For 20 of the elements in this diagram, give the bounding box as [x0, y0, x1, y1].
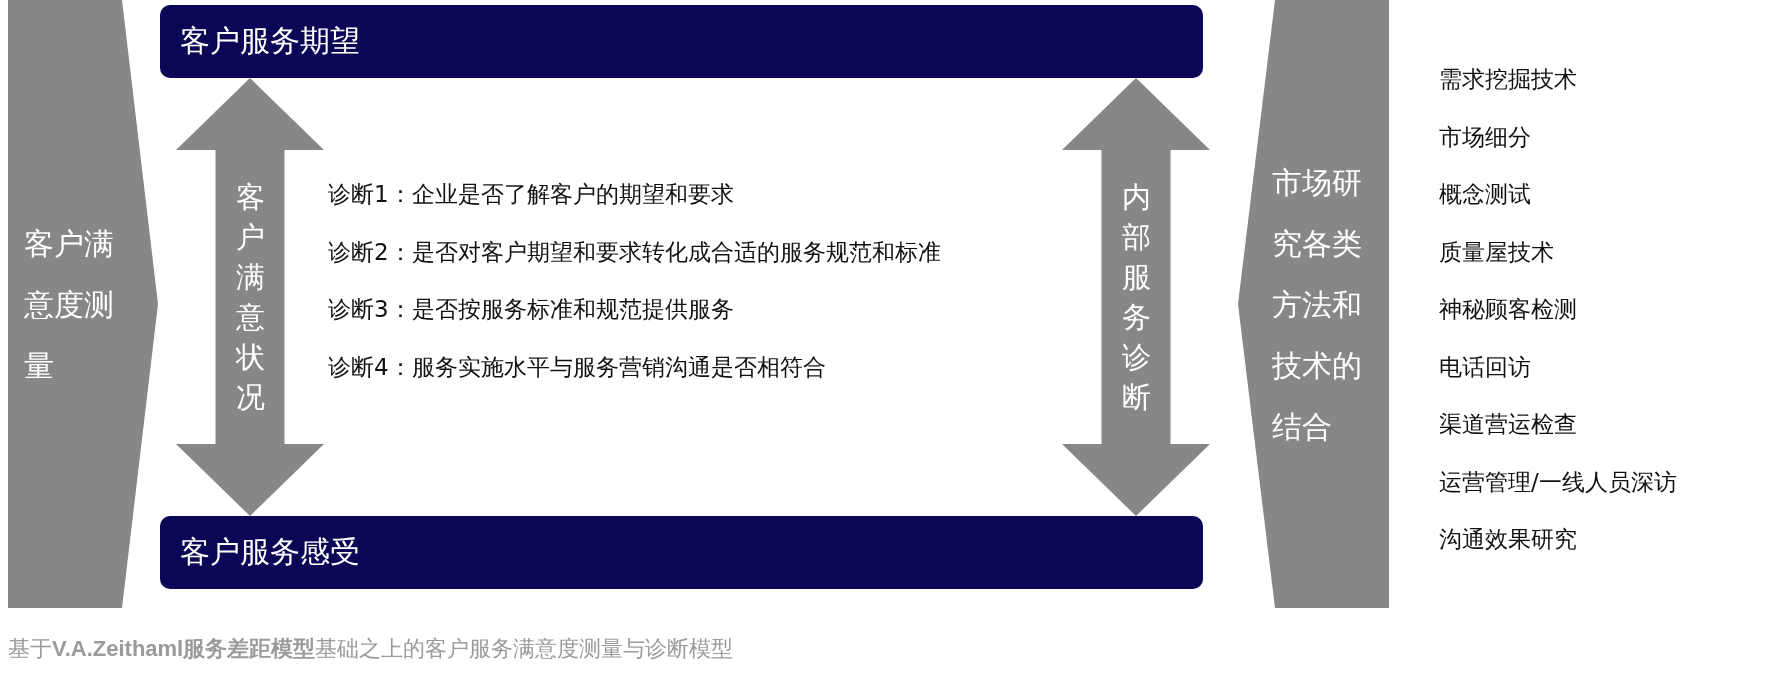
diagnosis-text: 诊断2：是否对客户期望和要求转化成合适的服务规范和标准: [328, 237, 941, 267]
method-item: 质量屋技术: [1439, 237, 1554, 267]
method-item: 需求挖掘技术: [1439, 65, 1577, 94]
method-item: 市场细分: [1439, 122, 1531, 152]
diagnosis-text: 诊断4：服务实施水平与服务营销沟通是否相符合: [328, 352, 826, 382]
diagnosis-text: 诊断3：是否按服务标准和规范提供服务: [328, 295, 734, 324]
side-panel: 客户满意度测量: [8, 0, 158, 608]
method-item: 电话回访: [1439, 352, 1531, 382]
method-item: 神秘顾客检测: [1439, 295, 1577, 324]
method-item: 渠道营运检查: [1439, 410, 1577, 439]
method-item: 沟通效果研究: [1439, 525, 1577, 554]
method-item: 运营管理/一线人员深访: [1439, 467, 1677, 497]
side-panel: 市场研究各类方法和技术的结合: [1238, 0, 1389, 608]
caption: 基于V.A.Zeithaml服务差距模型基础之上的客户服务满意度测量与诊断模型: [8, 635, 734, 663]
title-bar: 客户服务感受: [160, 516, 1203, 589]
double-arrow: [176, 78, 324, 516]
double-arrow: [1062, 78, 1210, 516]
title-bar: 客户服务期望: [160, 5, 1203, 78]
diagnosis-text: 诊断1：企业是否了解客户的期望和要求: [328, 180, 734, 209]
method-item: 概念测试: [1439, 180, 1531, 209]
